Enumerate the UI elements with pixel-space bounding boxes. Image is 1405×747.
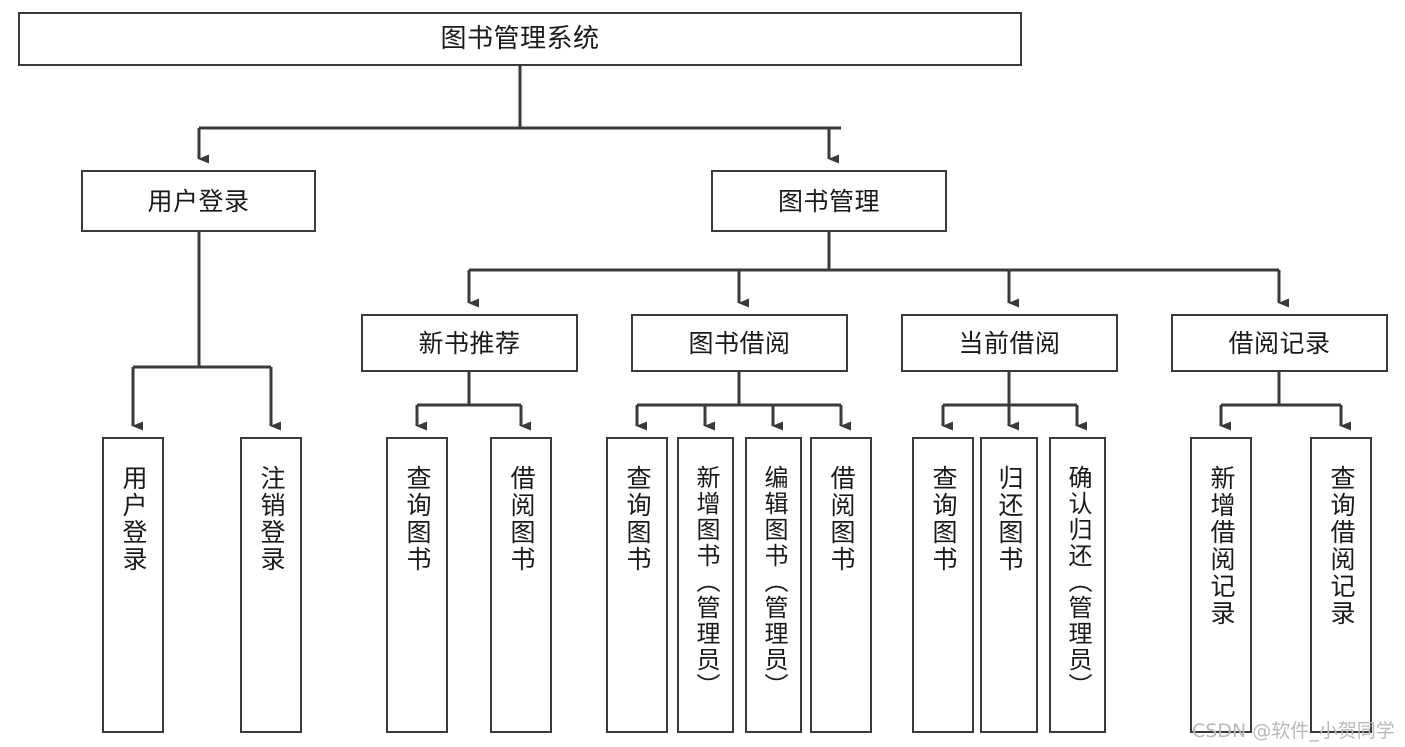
node-label: 查询图书	[623, 465, 652, 573]
node-label: 编辑图书（管理员）	[759, 465, 788, 699]
leaf-current-borrow-confirm-return-admin[interactable]: 确认归还（管理员）	[1049, 437, 1106, 733]
node-borrow-record[interactable]: 借阅记录	[1171, 314, 1388, 372]
node-label: 查询图书	[929, 465, 958, 573]
node-label: 新增图书（管理员）	[691, 465, 720, 699]
node-label: 图书管理系统	[440, 23, 600, 54]
leaf-user-login-logout[interactable]: 注销登录	[240, 437, 302, 733]
node-label: 当前借阅	[958, 328, 1061, 358]
node-label: 图书管理	[777, 186, 880, 216]
leaf-current-borrow-return-book[interactable]: 归还图书	[980, 437, 1038, 733]
node-label: 借阅图书	[827, 465, 856, 573]
leaf-user-login-login[interactable]: 用户登录	[102, 437, 164, 733]
node-label: 确认归还（管理员）	[1063, 465, 1092, 699]
node-label: 查询借阅记录	[1327, 465, 1356, 627]
node-root-system[interactable]: 图书管理系统	[18, 12, 1022, 66]
node-label: 注销登录	[257, 465, 286, 573]
leaf-book-borrow-add-book-admin[interactable]: 新增图书（管理员）	[677, 437, 734, 733]
node-new-book-recommend[interactable]: 新书推荐	[361, 314, 578, 372]
node-label: 新增借阅记录	[1207, 465, 1236, 627]
node-label: 新书推荐	[418, 328, 521, 358]
node-label: 借阅记录	[1228, 328, 1331, 358]
node-label: 用户登录	[147, 186, 250, 216]
leaf-new-book-query-book[interactable]: 查询图书	[386, 437, 448, 733]
leaf-borrow-record-query-record[interactable]: 查询借阅记录	[1310, 437, 1372, 733]
node-label: 归还图书	[995, 465, 1024, 573]
node-label: 用户登录	[119, 465, 148, 573]
node-book-borrow[interactable]: 图书借阅	[631, 314, 848, 372]
leaf-book-borrow-borrow-book[interactable]: 借阅图书	[810, 437, 872, 733]
watermark-text: CSDN @软件_小贺同学	[1192, 720, 1395, 742]
node-label: 借阅图书	[507, 465, 536, 573]
leaf-book-borrow-edit-book-admin[interactable]: 编辑图书（管理员）	[745, 437, 802, 733]
node-label: 查询图书	[403, 465, 432, 573]
leaf-book-borrow-query-book[interactable]: 查询图书	[606, 437, 668, 733]
leaf-new-book-borrow-book[interactable]: 借阅图书	[490, 437, 552, 733]
leaf-current-borrow-query-book[interactable]: 查询图书	[912, 437, 974, 733]
leaf-borrow-record-add-record[interactable]: 新增借阅记录	[1190, 437, 1252, 733]
node-book-management[interactable]: 图书管理	[711, 170, 947, 232]
node-label: 图书借阅	[688, 328, 791, 358]
node-current-borrow[interactable]: 当前借阅	[901, 314, 1118, 372]
node-user-login[interactable]: 用户登录	[81, 170, 316, 232]
